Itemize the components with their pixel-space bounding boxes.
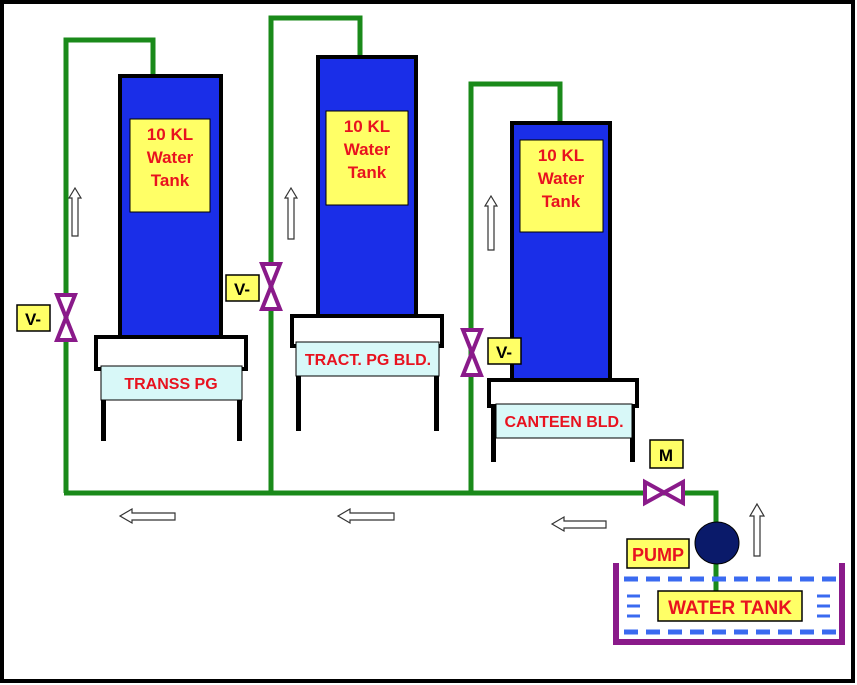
valve-label-box bbox=[487, 337, 522, 365]
left-arrow-icon bbox=[550, 515, 607, 533]
tank-label-box bbox=[129, 118, 211, 213]
tank-capacity: 10 KL bbox=[538, 146, 584, 165]
flow-arrows bbox=[67, 186, 766, 557]
tank-label-line2: Water bbox=[344, 140, 391, 159]
valve-icon bbox=[460, 328, 484, 377]
valve-label: V- bbox=[25, 310, 41, 329]
tank-capacity: 10 KL bbox=[344, 117, 390, 136]
sump-label-box bbox=[657, 590, 803, 622]
valve-label-box bbox=[16, 304, 51, 332]
valve-3[interactable]: V- bbox=[460, 328, 522, 377]
left-arrow-icon bbox=[336, 507, 395, 525]
tank-label-line2: Water bbox=[147, 148, 194, 167]
riser-pipe-transs bbox=[63, 37, 156, 493]
tank-label-line2: Water bbox=[538, 169, 585, 188]
pump[interactable]: PUMP bbox=[626, 521, 740, 569]
building-label: TRACT. PG BLD. bbox=[305, 352, 431, 369]
riser-pipe-tract bbox=[268, 15, 363, 493]
stand-leg-left bbox=[296, 346, 301, 431]
main-header-pipe bbox=[64, 490, 719, 525]
tank-label-line3: Tank bbox=[348, 163, 387, 182]
stand-leg-right bbox=[237, 369, 242, 441]
tank-unit-tract: 10 KL Water Tank TRACT. PG BLD. bbox=[290, 55, 444, 431]
pipe-network bbox=[63, 15, 719, 600]
up-arrow-icon bbox=[483, 194, 499, 251]
tank-label-line3: Tank bbox=[151, 171, 190, 190]
water-surface bbox=[624, 576, 838, 635]
tank-label-box bbox=[519, 139, 604, 233]
building-label-box bbox=[295, 341, 440, 377]
tank-stand-top bbox=[487, 378, 639, 408]
tank-label-line3: Tank bbox=[542, 192, 581, 211]
building-label: CANTEEN BLD. bbox=[504, 414, 623, 431]
left-arrow-icon bbox=[118, 507, 176, 525]
building-label-box bbox=[495, 403, 633, 439]
main-valve-label: M bbox=[659, 446, 673, 465]
tank-capacity: 10 KL bbox=[147, 125, 193, 144]
main-valve-label-box bbox=[649, 439, 684, 469]
valve-label-box bbox=[225, 274, 260, 302]
stand-leg-left bbox=[491, 406, 496, 462]
up-arrow-icon bbox=[67, 186, 83, 237]
main-valve[interactable]: M bbox=[643, 439, 685, 507]
valve-label: V- bbox=[496, 343, 512, 362]
valve-icon bbox=[54, 293, 78, 342]
sump-tank: WATER TANK bbox=[613, 563, 845, 645]
tank-unit-canteen: 10 KL Water Tank CANTEEN BLD. bbox=[487, 121, 639, 462]
valve-2[interactable]: V- bbox=[225, 262, 283, 311]
stand-leg-right bbox=[434, 346, 439, 431]
sump-label: WATER TANK bbox=[668, 598, 792, 619]
riser-pipe-canteen bbox=[468, 81, 563, 493]
up-arrow-icon bbox=[748, 502, 766, 557]
pump-icon bbox=[694, 521, 740, 565]
tank-stand-top bbox=[94, 335, 248, 371]
sump-vessel bbox=[613, 563, 845, 645]
pump-label: PUMP bbox=[632, 545, 684, 565]
stand-leg-left bbox=[101, 369, 106, 441]
building-label: TRANSS PG bbox=[124, 376, 217, 393]
valve-icon bbox=[643, 478, 685, 507]
water-ripples bbox=[627, 594, 830, 618]
tank-label-box bbox=[325, 110, 409, 206]
tank-unit-transs: 10 KL Water Tank TRANSS PG bbox=[94, 74, 248, 441]
building-label-box bbox=[100, 365, 243, 401]
valve-label: V- bbox=[234, 280, 250, 299]
valve-1[interactable]: V- bbox=[16, 293, 78, 342]
up-arrow-icon bbox=[283, 186, 299, 240]
pump-label-box bbox=[626, 538, 690, 569]
valve-icon bbox=[259, 262, 283, 311]
